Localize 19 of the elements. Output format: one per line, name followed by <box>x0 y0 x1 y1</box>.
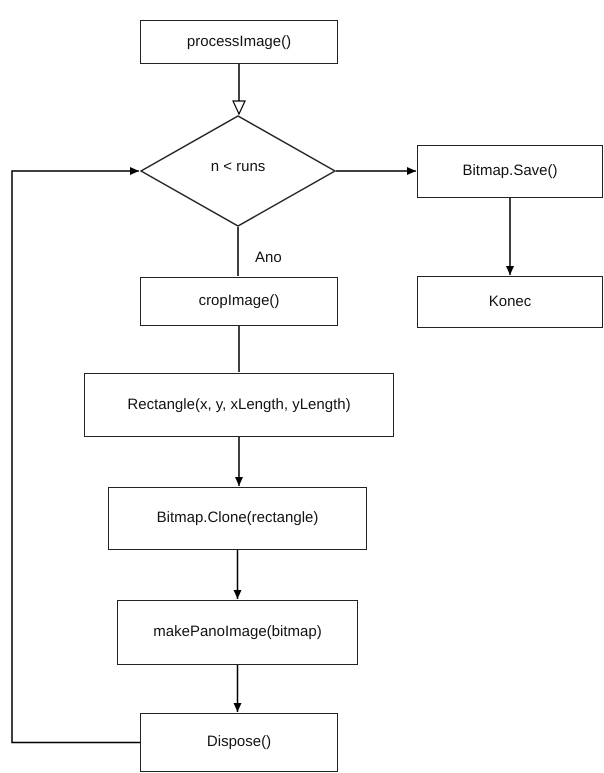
process-box: Rectangle(x, y, xLength, yLength) <box>84 373 394 437</box>
arrow <box>234 550 242 599</box>
connector-line <box>238 326 240 372</box>
arrow <box>336 167 416 175</box>
arrow <box>234 665 242 712</box>
process-box: Bitmap.Save() <box>417 145 603 198</box>
edge-label: Ano <box>254 250 283 265</box>
process-box: Bitmap.Clone(rectangle) <box>108 487 367 550</box>
arrow <box>506 198 514 275</box>
decision-text: n < runs <box>210 156 266 177</box>
process-box: Konec <box>417 276 603 328</box>
process-box: makePanoImage(bitmap) <box>117 600 358 665</box>
arrow <box>11 167 140 744</box>
process-box: Dispose() <box>140 713 338 772</box>
connector-line <box>237 227 239 276</box>
process-box: cropImage() <box>140 277 338 326</box>
arrow <box>235 437 243 486</box>
process-box: processImage() <box>140 20 338 64</box>
arrow <box>232 64 246 115</box>
